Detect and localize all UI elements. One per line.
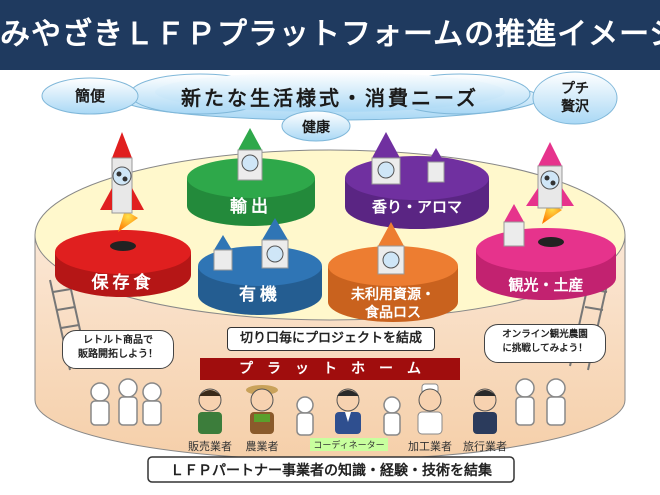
cloud-banner: [119, 72, 541, 121]
cloud-label-health: 健康: [302, 120, 330, 136]
rocket-hozonshoku: [100, 132, 144, 232]
label-farmer: 農業者: [245, 440, 279, 453]
rocket-yushutsu: [237, 128, 263, 181]
project-label-miriyou-1: 未利用資源・: [351, 287, 435, 303]
callout-right-line-1: オンライン観光農園: [502, 329, 588, 340]
cylinder-yushutsu: [187, 158, 315, 226]
page-title: みやざきＬＦＰプラットフォームの推進イメージ: [0, 0, 660, 70]
label-coordinator: コーディネーター: [310, 438, 388, 451]
processor-person: [417, 383, 443, 435]
platform-diagram: [34, 71, 626, 483]
callout-right: オンライン観光農園 に挑戦してみよう！: [484, 324, 606, 363]
rocket-aroma-large: [371, 132, 401, 185]
label-travel: 旅行業者: [463, 440, 507, 453]
callout-left-line-1: レトルト商品で: [83, 335, 153, 346]
rocket-kanko-flying: [526, 142, 574, 224]
rocket-yuki-large: [261, 218, 289, 269]
callout-right-line-2: に挑戦してみよう！: [502, 343, 588, 354]
project-label-yuki: 有機: [239, 285, 281, 305]
callout-left: レトルト商品で 販路開拓しよう！: [62, 330, 174, 369]
people-outline-middle: [296, 396, 401, 436]
people-group-left: [90, 378, 162, 426]
callout-left-line-2: 販路開拓しよう！: [78, 349, 158, 360]
rocket-aroma-small: [427, 148, 445, 183]
cloud-label-right-2: 贅沢: [561, 99, 589, 115]
people-group-right: [515, 378, 566, 426]
cloud-health: [281, 110, 351, 142]
rocket-kanko-small: [503, 204, 525, 247]
coordinator-person: [335, 388, 361, 434]
project-label-miriyou-2: 食品ロス: [365, 305, 421, 321]
platform-banner-bg: [200, 358, 460, 380]
project-label-yushutsu: 輸出: [230, 197, 272, 217]
cylinder-hozonshoku: [55, 230, 191, 297]
farmer-person: [246, 385, 278, 434]
cylinder-aroma: [345, 156, 489, 229]
project-label-aroma: 香り・アロマ: [371, 198, 462, 216]
cylinder-kanko: [476, 228, 616, 300]
cloud-right: [532, 71, 618, 125]
rocket-miriyou: [377, 222, 405, 275]
cloud-label-left: 簡便: [74, 87, 105, 105]
footer-bar-bg: [147, 456, 515, 483]
cloud-label-center: 新たな生活様式・消費ニーズ: [181, 86, 479, 110]
cloud-left: [41, 77, 139, 115]
platform-banner: プ ラ ッ ト ホ ー ム: [239, 361, 421, 377]
label-retail: 販売業者: [188, 440, 232, 453]
project-label-kanko: 観光・土産: [508, 276, 584, 294]
label-processor: 加工業者: [408, 440, 452, 453]
rocket-yuki-small: [213, 235, 233, 271]
retail-person: [198, 388, 222, 434]
project-formation-box: 切り口毎にプロジェクトを結成: [227, 327, 435, 351]
project-label-hozonshoku: 保存食: [91, 273, 155, 293]
footer-caption: ＬＦＰパートナー事業者の知識・経験・技術を結集: [170, 463, 492, 479]
travel-agent-person: [473, 388, 497, 434]
cloud-label-right-1: プチ: [561, 81, 589, 97]
